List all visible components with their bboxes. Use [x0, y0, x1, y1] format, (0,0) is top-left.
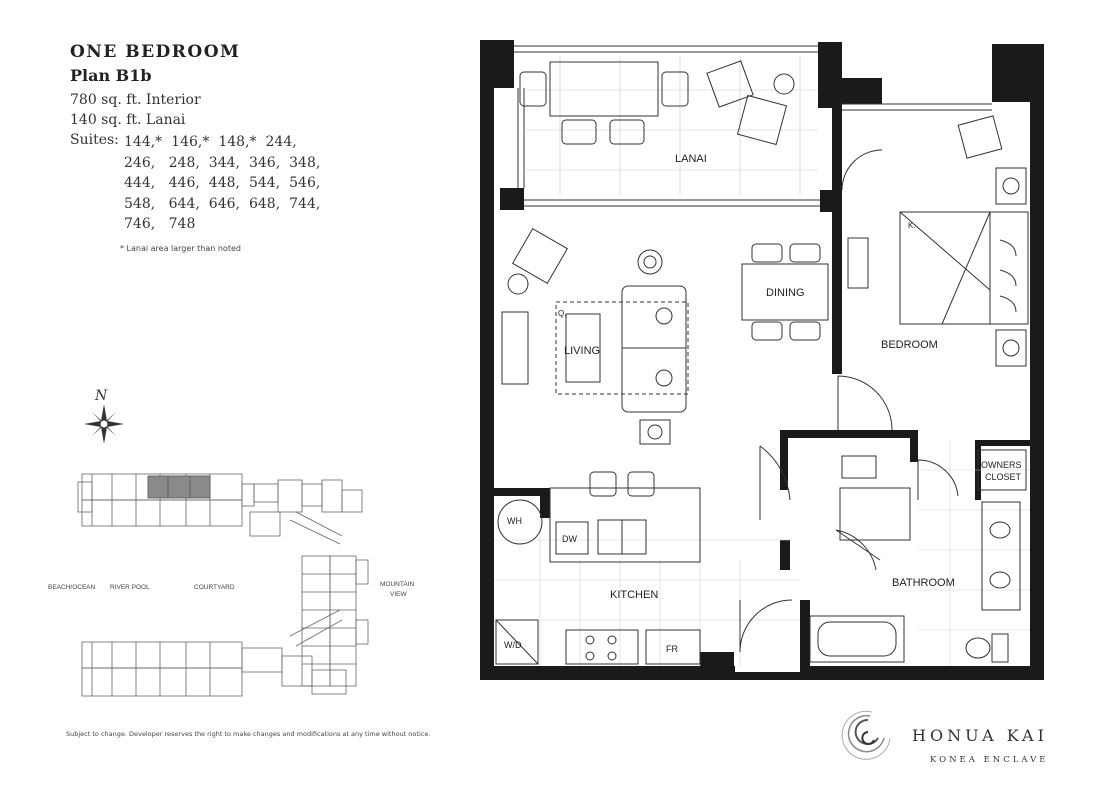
suite-number: 448,: [208, 175, 240, 191]
interior-area: 780 sq. ft. Interior: [70, 92, 201, 108]
suite-number: 446,: [168, 175, 200, 191]
lanai-area: 140 sq. ft. Lanai: [70, 112, 186, 128]
floor-plan: LANAI DINING LIVING BEDROOM KITCHEN BATH…: [480, 40, 1044, 680]
suite-number: 746,: [124, 216, 156, 232]
suite-number: 644,: [168, 195, 200, 212]
suite-number: 348,: [289, 154, 321, 171]
suite-number: 144,*: [124, 134, 163, 150]
suite-number: 744,: [289, 195, 321, 212]
suite-number: 546,: [289, 175, 321, 191]
label-mountain: MOUNTAIN: [380, 581, 414, 588]
label-bathroom: BATHROOM: [892, 577, 955, 589]
suite-number: 444,: [124, 175, 156, 191]
brand-name: HONUA KAI: [912, 726, 1048, 745]
suite-number: 146,*: [171, 134, 210, 150]
site-buildings: [77, 473, 369, 697]
suites-label: Suites:: [70, 132, 119, 148]
label-washer-dryer: W/D: [504, 640, 522, 650]
suite-number: 244,: [265, 134, 297, 150]
highlighted-unit: [147, 475, 211, 499]
kitchen-tiles: [494, 440, 1030, 666]
label-dishwasher: DW: [562, 534, 577, 544]
lanai-note: * Lanai area larger than noted: [120, 244, 241, 253]
plan-title: ONE BEDROOM: [70, 42, 241, 62]
label-fridge: FR: [666, 644, 678, 654]
suite-number: 648,: [248, 195, 281, 212]
suite-number: 548,: [124, 195, 156, 212]
kitchen-fixtures: [495, 471, 701, 665]
room-labels: LANAI DINING LIVING BEDROOM KITCHEN BATH…: [504, 153, 1022, 654]
label-bedroom: BEDROOM: [881, 339, 938, 351]
label-owners: OWNERS: [981, 460, 1022, 470]
door-swings: [739, 149, 959, 653]
site-map: BEACH/OCEAN RIVER POOL COURTYARD MOUNTAI…: [48, 473, 414, 697]
label-view: VIEW: [390, 591, 407, 598]
suite-number: 646,: [208, 195, 240, 212]
label-lanai: LANAI: [675, 153, 707, 165]
label-king-bed: K.: [908, 221, 916, 230]
exterior-walls: [480, 40, 1044, 680]
bath-fixtures: [809, 449, 1027, 663]
label-courtyard: COURTYARD: [194, 584, 235, 591]
lanai-furniture: [519, 60, 795, 146]
lanai-tiles: [524, 56, 818, 196]
suite-number: 344,: [208, 154, 240, 171]
suite-number: 748: [168, 216, 196, 232]
suite-number: 246,: [124, 154, 156, 171]
label-water-heater: WH: [507, 516, 522, 526]
wave-logo-icon: [841, 710, 891, 760]
suite-number: 346,: [248, 154, 281, 171]
brand-subtitle: KONEA ENCLAVE: [930, 755, 1049, 765]
suite-number: 248,: [168, 154, 200, 171]
suites-list: 144,* 146,* 148,* 244, 246, 248, 344, 346, 348,…: [124, 132, 339, 235]
label-kitchen: KITCHEN: [610, 589, 658, 601]
label-living: LIVING: [564, 345, 600, 357]
label-closet: CLOSET: [985, 472, 1022, 482]
label-river-pool: RIVER POOL: [110, 584, 150, 591]
label-dining: DINING: [766, 287, 805, 299]
glass-lines: [514, 45, 992, 207]
plan-subtitle: Plan B1b: [70, 66, 152, 85]
suite-number: 544,: [248, 175, 281, 191]
bedroom-furniture: [899, 115, 1029, 367]
label-queen-sofa: Q.: [558, 309, 566, 318]
suite-number: 148,*: [218, 134, 257, 150]
living-furniture: [501, 227, 869, 445]
disclaimer: Subject to change. Developer reserves th…: [66, 730, 431, 738]
north-label: N: [95, 388, 108, 404]
label-beach-ocean: BEACH/OCEAN: [48, 584, 96, 591]
compass-icon: [84, 404, 124, 444]
